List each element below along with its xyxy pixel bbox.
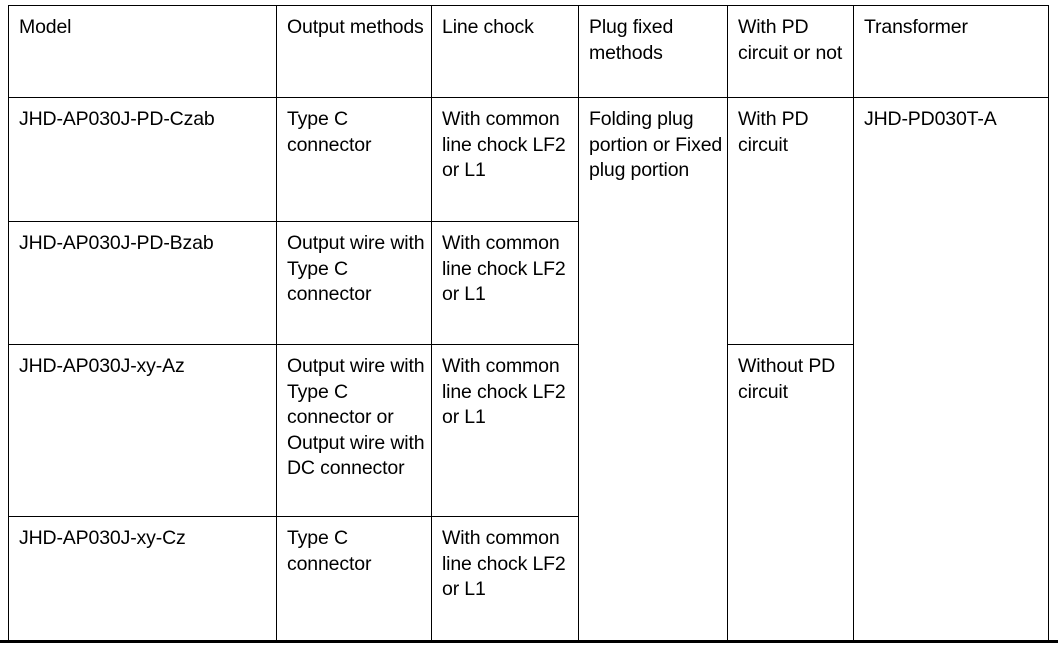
- cell-with-pd-circuit-merged: With PD circuit: [727, 97, 854, 345]
- cell-plug-fixed-methods-merged: Folding plug portion or Fixed plug porti…: [578, 97, 728, 641]
- cell-model: JHD-AP030J-xy-Cz: [8, 516, 277, 641]
- cell-model: JHD-AP030J-PD-Czab: [8, 97, 277, 222]
- column-header-output-methods: Output methods: [276, 5, 432, 98]
- cell-model: JHD-AP030J-PD-Bzab: [8, 221, 277, 345]
- column-header-transformer: Transformer: [853, 5, 1049, 98]
- cell-line-chock: With common line chock LF2 or L1: [431, 221, 579, 345]
- model-specification-table: Model Output methods Line chock Plug fix…: [8, 5, 1049, 641]
- table-row: JHD-AP030J-xy-Az Output wire with Type C…: [8, 344, 1049, 641]
- column-header-with-pd-circuit-or-not: With PD circuit or not: [727, 5, 854, 98]
- column-header-model: Model: [8, 5, 277, 98]
- cell-output-methods: Type C connector: [276, 516, 432, 641]
- cell-line-chock: With common line chock LF2 or L1: [431, 516, 579, 641]
- column-header-plug-fixed-methods: Plug fixed methods: [578, 5, 728, 98]
- cell-line-chock: With common line chock LF2 or L1: [431, 97, 579, 222]
- cell-line-chock: With common line chock LF2 or L1: [431, 344, 579, 517]
- table-header-row: Model Output methods Line chock Plug fix…: [8, 5, 1049, 98]
- cell-transformer-merged: JHD-PD030T-A: [853, 97, 1049, 641]
- cell-output-methods: Output wire with Type C connector: [276, 221, 432, 345]
- cell-without-pd-circuit-merged: Without PD circuit: [727, 344, 854, 641]
- table-row: JHD-AP030J-PD-Bzab Output wire with Type…: [8, 221, 1049, 345]
- page-bottom-rule: [0, 640, 1058, 643]
- table-row: JHD-AP030J-PD-Czab Type C connector With…: [8, 97, 1049, 641]
- column-header-line-chock: Line chock: [431, 5, 579, 98]
- cell-output-methods: Output wire with Type C connector or Out…: [276, 344, 432, 517]
- cell-model: JHD-AP030J-xy-Az: [8, 344, 277, 517]
- cell-output-methods: Type C connector: [276, 97, 432, 222]
- table-row: JHD-AP030J-xy-Cz Type C connector With c…: [8, 516, 1049, 641]
